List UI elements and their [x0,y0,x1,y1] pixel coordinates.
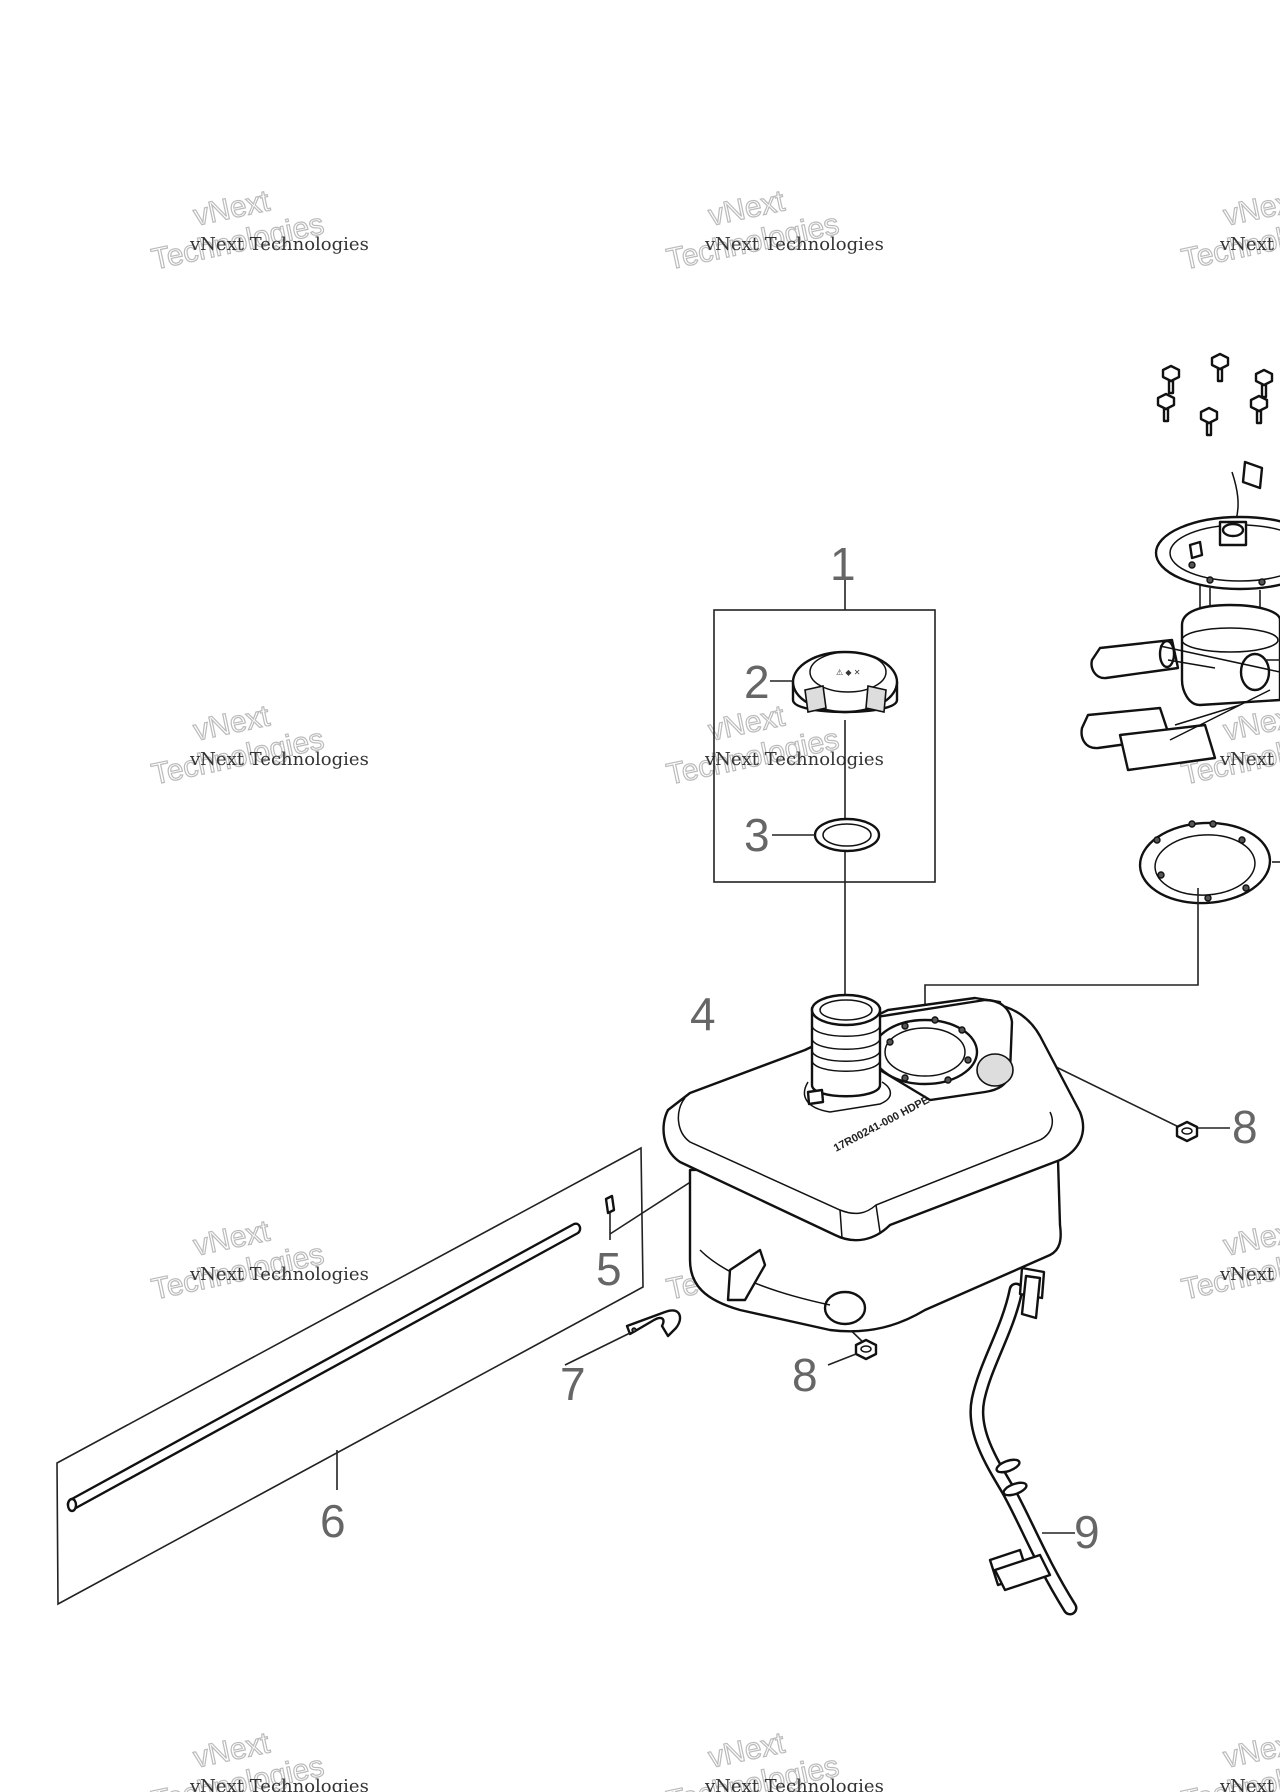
callout-8-lower: 8 [792,1349,818,1401]
svg-text:vNext Technologies: vNext Technologies [1219,1776,1280,1792]
fuel-hose [969,1266,1078,1616]
hose-clip [564,1309,682,1366]
flange-nut [1175,1120,1199,1143]
pump-lock-ring [1138,820,1272,905]
flange-screw [1210,352,1230,383]
flange-screw-group [1156,352,1274,437]
flange-screw [1161,364,1181,395]
filler-cap-gasket [813,817,881,853]
level-rod-kit-box [56,1146,644,1606]
watermark: Technologies vNext vNext Technologies [663,1726,884,1792]
callout-1: 1 [830,538,856,590]
svg-text:vNext Technologies: vNext Technologies [1219,234,1280,255]
fuel-pump-assembly [1080,460,1280,772]
svg-text:vNext Technologies: vNext Technologies [1219,1264,1280,1285]
svg-text:vNext Technologies: vNext Technologies [189,749,369,770]
svg-text:vNext Technologies: vNext Technologies [1219,749,1280,770]
svg-text:vNext Technologies: vNext Technologies [704,234,884,255]
watermark: Technologies vNext vNext Technologies [1178,1214,1280,1307]
flange-screw [1199,406,1219,437]
fuel-tank: 17R00241-000 HDPE [662,993,1085,1333]
watermark: Technologies vNext vNext Technologies [1178,184,1280,277]
callout-3: 3 [744,809,770,861]
watermark: Technologies vNext vNext Technologies [663,184,884,277]
watermark-group: Technologies vNext vNext Technologies Te… [148,184,1280,1792]
watermark: Technologies vNext vNext Technologies [148,184,369,277]
level-rod-kit [56,1146,644,1606]
filler-cap: ⚠ ◆ ✕ [791,650,899,714]
callout-8-right: 8 [1232,1101,1258,1153]
svg-text:vNext Technologies: vNext Technologies [704,749,884,770]
kit-box [713,609,936,883]
callout-9: 9 [1074,1506,1100,1558]
callout-6: 6 [320,1495,346,1547]
flange-screw [1254,368,1274,399]
watermark: Technologies vNext vNext Technologies [148,699,369,792]
svg-text:⚠ ◆ ✕: ⚠ ◆ ✕ [836,668,860,677]
callout-7: 7 [560,1358,586,1410]
flange-screw [1156,392,1176,423]
flange-nut [854,1338,878,1361]
watermark: Technologies vNext vNext Technologies [148,1726,369,1792]
svg-text:vNext Technologies: vNext Technologies [704,1776,884,1792]
watermark: Technologies vNext vNext Technologies [148,1214,369,1307]
callout-labels: 1 2 3 4 5 6 7 8 8 9 [320,538,1258,1558]
filler-cap-kit: ⚠ ◆ ✕ [713,580,936,883]
callout-2: 2 [744,656,770,708]
svg-text:vNext Technologies: vNext Technologies [189,1264,369,1285]
flange-screw [1249,394,1269,425]
svg-text:vNext Technologies: vNext Technologies [189,234,369,255]
callout-5: 5 [596,1243,622,1295]
callout-4: 4 [690,988,716,1040]
svg-text:vNext Technologies: vNext Technologies [189,1776,369,1792]
watermark: Technologies vNext vNext Technologies [1178,1726,1280,1792]
